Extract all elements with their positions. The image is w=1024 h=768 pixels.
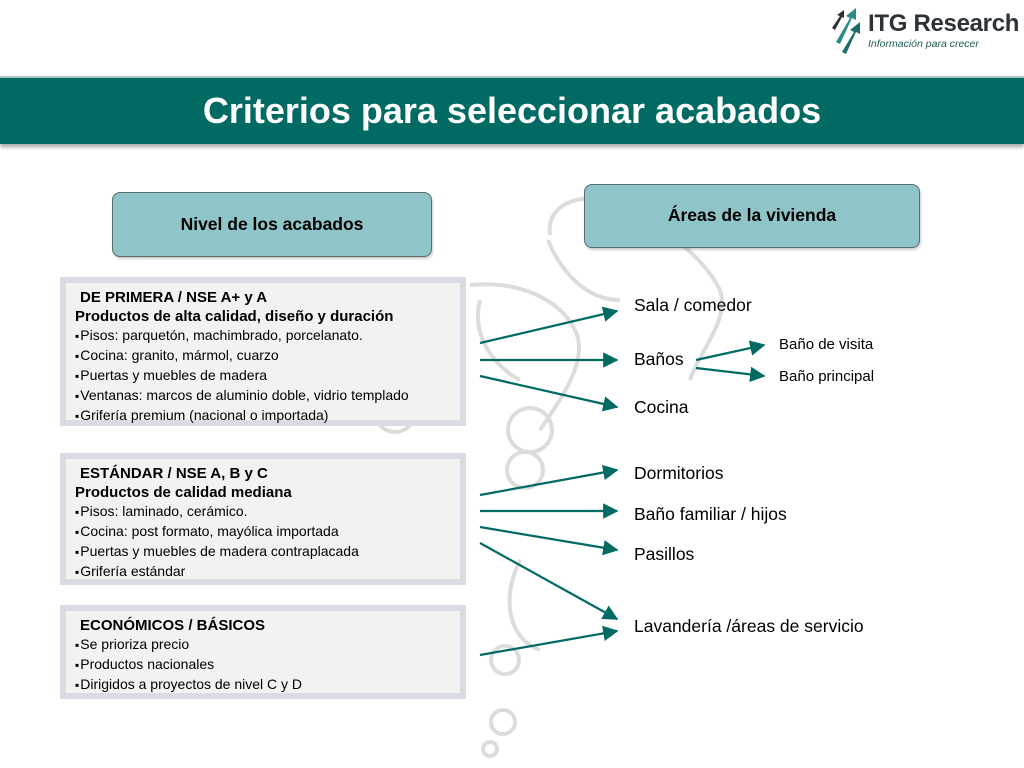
level-heading: ECONÓMICOS / BÁSICOS: [80, 617, 266, 634]
level-item: Se prioriza precio: [75, 635, 450, 655]
level-item: Grifería premium (nacional o importada): [75, 406, 450, 426]
level-item: Ventanas: marcos de aluminio doble, vidr…: [75, 386, 450, 406]
logo-tagline: Información para crecer: [868, 38, 979, 50]
level-item: Grifería estándar: [75, 562, 450, 582]
arrow-standard-lavanderia: [479, 542, 619, 620]
level-item-list: Pisos: laminado, cerámico. Cocina: post …: [75, 502, 450, 582]
level-item: Productos nacionales: [75, 655, 450, 675]
level-subheading: Productos de calidad mediana: [75, 484, 292, 501]
level-panel-economic: ECONÓMICOS / BÁSICOS Se prioriza precio …: [60, 605, 466, 699]
level-subheading: Productos de alta calidad, diseño y dura…: [75, 308, 394, 325]
area-dormitorios: Dormitorios: [634, 463, 724, 483]
area-banos: Baños: [634, 349, 684, 369]
area-cocina: Cocina: [634, 397, 689, 417]
arrow-premium-cocina: [479, 374, 619, 412]
slide-title: Criterios para seleccionar acabados: [202, 90, 822, 131]
level-item: Puertas y muebles de madera contraplacad…: [75, 542, 450, 562]
sub-area-bano-visita: Baño de visita: [779, 336, 874, 353]
arrow-banos-principal: [695, 366, 766, 383]
area-lavanderia: Lavandería /áreas de servicio: [634, 616, 864, 636]
level-heading: DE PRIMERA / NSE A+ y A: [80, 289, 268, 306]
area-sala-comedor: Sala / comedor: [634, 295, 752, 315]
arrow-economic-lavanderia: [479, 625, 619, 657]
levels-header: Nivel de los acabados: [112, 192, 432, 257]
level-item: Puertas y muebles de madera: [75, 366, 450, 386]
area-bano-familiar: Baño familiar / hijos: [634, 504, 787, 524]
sub-area-bano-principal: Baño principal: [779, 368, 875, 385]
level-item: Cocina: post formato, mayólica importada: [75, 522, 450, 542]
areas-header: Áreas de la vivienda: [584, 184, 920, 248]
arrow-standard-pasillos: [479, 525, 619, 556]
level-item-list: Pisos: parquetón, machimbrado, porcelana…: [75, 326, 450, 426]
level-panel-premium: DE PRIMERA / NSE A+ y A Productos de alt…: [60, 277, 466, 426]
arrow-premium-sala: [479, 306, 619, 345]
title-band: Criterios para seleccionar acabados: [0, 76, 1024, 144]
logo-arrows-icon: [832, 8, 860, 54]
itg-research-logo: ITG Research Información para crecer: [832, 4, 1022, 56]
level-item-list: Se prioriza precio Productos nacionales …: [75, 635, 450, 695]
level-heading: ESTÁNDAR / NSE A, B y C: [80, 465, 268, 482]
level-item: Pisos: parquetón, machimbrado, porcelana…: [75, 326, 450, 346]
level-panel-standard: ESTÁNDAR / NSE A, B y C Productos de cal…: [60, 453, 466, 585]
level-item: Pisos: laminado, cerámico.: [75, 502, 450, 522]
area-pasillos: Pasillos: [634, 544, 695, 564]
logo-name: ITG Research: [868, 10, 1020, 37]
level-item: Dirigidos a proyectos de nivel C y D: [75, 675, 450, 695]
arrow-standard-dormitorios: [479, 464, 619, 497]
level-item: Cocina: granito, mármol, cuarzo: [75, 346, 450, 366]
arrow-banos-visita: [695, 340, 766, 362]
